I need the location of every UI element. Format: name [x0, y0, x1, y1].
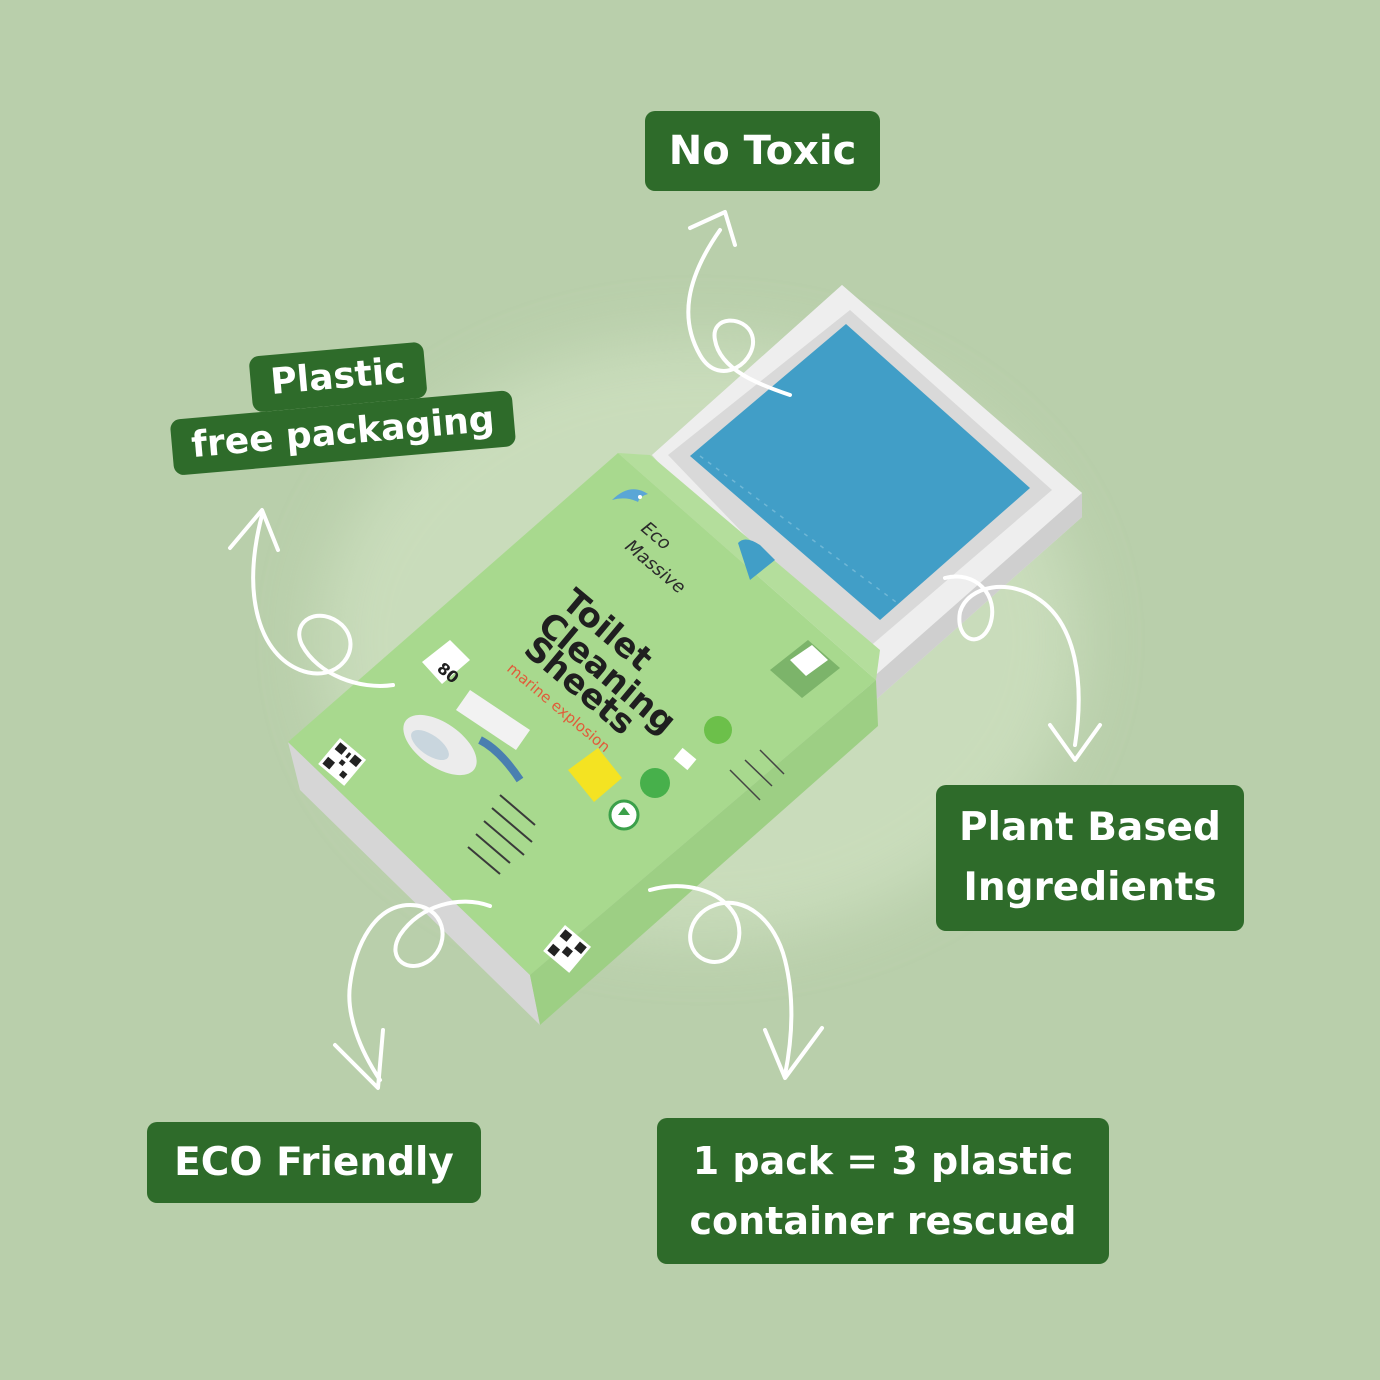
claim-label — [568, 748, 622, 802]
side-panel-print — [543, 640, 840, 973]
feature-bullets — [467, 794, 536, 875]
toilet-illustration-icon — [403, 690, 530, 783]
badge-plastic-rescued: 1 pack = 3 plastic container rescued — [657, 1118, 1109, 1264]
badge-plant-based-line1: Plant Based — [959, 805, 1221, 850]
curly-arrow-icon — [648, 884, 824, 1080]
curly-arrow-icon — [228, 508, 395, 688]
cert-icon-1 — [704, 716, 732, 744]
badge-no-toxic: No Toxic — [645, 111, 880, 191]
badge-eco-friendly: ECO Friendly — [147, 1122, 481, 1203]
sleeve-print: Eco Massive Toilet Cleaning Sheets marin… — [318, 489, 840, 973]
curly-arrow-icon — [686, 210, 792, 397]
dolphin-logo-icon — [612, 489, 648, 502]
badge-plant-based-line2: Ingredients — [963, 865, 1217, 910]
badge-plastic-rescued-line2: container rescued — [689, 1199, 1077, 1243]
recycle-icon — [608, 799, 640, 831]
qr-code-icon — [318, 738, 367, 786]
cert-icon-2 — [640, 768, 670, 798]
badge-eco-friendly-text: ECO Friendly — [174, 1140, 454, 1185]
badge-plant-based: Plant Based Ingredients — [936, 785, 1244, 931]
curly-arrow-icon — [943, 574, 1102, 762]
curly-arrow-icon — [333, 899, 492, 1090]
side-qr-code-icon — [543, 925, 592, 973]
sleeve — [288, 453, 880, 1025]
cert-icon-3 — [673, 747, 697, 771]
badge-no-toxic-text: No Toxic — [668, 128, 857, 174]
badge-plastic-rescued-line1: 1 pack = 3 plastic — [692, 1139, 1074, 1183]
